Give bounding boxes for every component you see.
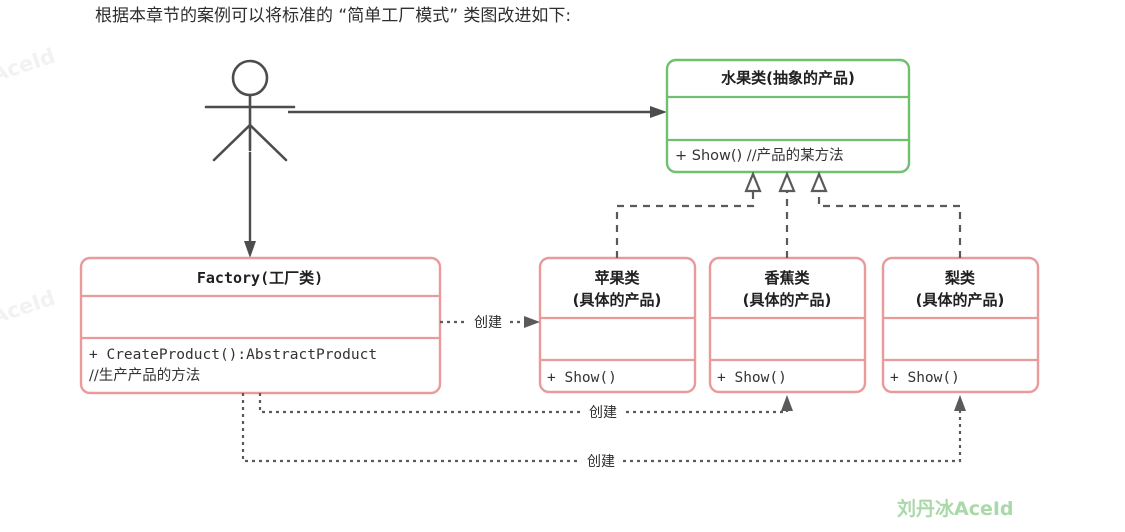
banana-method-0: + Show() xyxy=(717,370,787,386)
edge-factory-banana-arrowhead xyxy=(781,395,793,411)
edge-pear-realizes-abstract-product xyxy=(810,171,962,258)
edge-factory-banana-label-bg xyxy=(583,402,623,422)
edge-factory-pear-path xyxy=(241,393,962,463)
edge-factory-apple-arrowhead xyxy=(524,316,540,328)
class-box-banana[interactable]: 香蕉类 (具体的产品) + Show() xyxy=(708,256,867,394)
edge-factory-creates-apple: 创建 xyxy=(440,312,540,332)
edge-factory-apple-label-bg xyxy=(468,312,508,332)
actor-stick-figure xyxy=(204,59,296,162)
edge-factory-pear-label: 创建 xyxy=(587,454,615,470)
apple-title-line1: 苹果类 xyxy=(594,269,640,287)
pear-method-0: + Show() xyxy=(890,370,960,386)
edge-factory-banana-path xyxy=(258,393,789,414)
edge-apple-abstract-triangle-head xyxy=(744,171,762,193)
class-box-factory[interactable]: Factory(工厂类) + CreateProduct():AbstractP… xyxy=(79,256,442,395)
banana-title-line2: (具体的产品) xyxy=(743,291,832,309)
actor-head-icon xyxy=(231,59,269,97)
pear-title-line1: 梨类 xyxy=(944,269,976,287)
edge-actor-to-factory xyxy=(244,152,256,258)
edge-apple-abstract-path xyxy=(615,192,755,258)
actor-right-leg xyxy=(248,123,288,162)
class-box-abstract-product[interactable]: 水果类(抽象的产品) + Show() //产品的某方法 xyxy=(665,58,911,174)
class-box-pear[interactable]: 梨类 (具体的产品) + Show() xyxy=(881,256,1040,394)
watermark-author: 刘丹冰AceId xyxy=(897,497,1014,520)
pear-title-line2: (具体的产品) xyxy=(916,291,1005,309)
edge-banana-realizes-abstract-product xyxy=(778,171,796,258)
watermark-faint-bottom-text: AceId xyxy=(0,286,58,329)
edge-factory-creates-pear: 创建 xyxy=(241,393,966,471)
watermark-faint-top: AceId xyxy=(0,44,58,87)
actor-left-leg xyxy=(212,123,252,162)
edge-factory-banana-label: 创建 xyxy=(589,405,617,421)
edge-factory-creates-banana: 创建 xyxy=(258,393,793,422)
factory-title: Factory(工厂类) xyxy=(197,269,323,287)
apple-title-line2: (具体的产品) xyxy=(573,291,662,309)
class-box-apple[interactable]: 苹果类 (具体的产品) + Show() xyxy=(538,256,697,394)
factory-method-1: //生产产品的方法 xyxy=(89,367,200,384)
abstract-product-frame xyxy=(665,58,911,174)
banana-title-line1: 香蕉类 xyxy=(764,269,810,287)
edge-factory-pear-arrowhead xyxy=(954,395,966,411)
edge-factory-apple-label: 创建 xyxy=(474,315,502,331)
watermark-faint-bottom: AceId xyxy=(0,286,58,329)
factory-method-0: + CreateProduct():AbstractProduct xyxy=(89,347,377,363)
edge-apple-realizes-abstract-product xyxy=(615,171,762,258)
edge-pear-abstract-triangle-head xyxy=(810,171,828,193)
edge-banana-abstract-triangle-head xyxy=(778,171,796,193)
edge-actor-factory-arrowhead xyxy=(244,241,256,258)
abstract-product-title: 水果类(抽象的产品) xyxy=(721,69,855,87)
abstract-product-method-0: + Show() //产品的某方法 xyxy=(675,147,844,164)
page-caption: 根据本章节的案例可以将标准的 “简单工厂模式” 类图改进如下: xyxy=(95,6,571,26)
edge-actor-to-abstract-product xyxy=(288,106,667,118)
apple-method-0: + Show() xyxy=(547,370,617,386)
edge-actor-abstract-arrowhead xyxy=(650,106,667,118)
edge-factory-pear-label-bg xyxy=(581,451,621,471)
watermark-faint-top-text: AceId xyxy=(0,44,58,87)
edge-pear-abstract-path xyxy=(817,192,962,258)
